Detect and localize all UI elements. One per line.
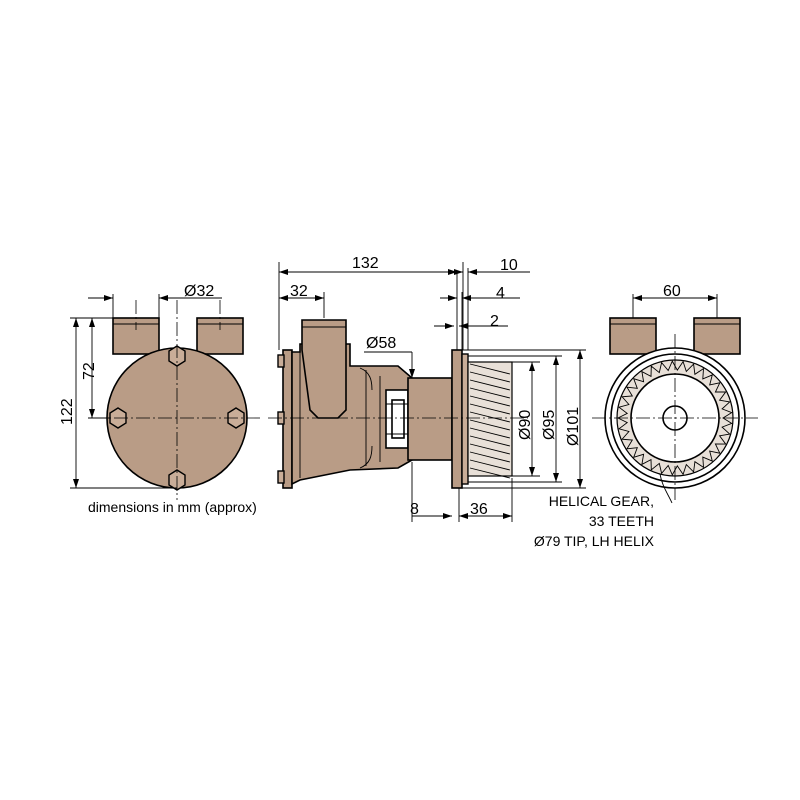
gear-tooth — [469, 467, 511, 479]
side-flange-thickness: 8 — [410, 501, 419, 518]
gear-tooth — [469, 419, 511, 431]
front-view: Ø32 122 72 dimensions in mm (approx) — [59, 283, 262, 515]
gear-tooth — [469, 451, 511, 463]
side-spigot — [407, 377, 453, 461]
side-gear-width: 36 — [470, 501, 488, 518]
rear-port-left — [609, 317, 657, 355]
front-port-height: 72 — [81, 362, 98, 380]
side-flange-diameter: Ø101 — [565, 407, 582, 446]
gear-note-line-1: HELICAL GEAR, — [549, 493, 654, 509]
gear-tooth — [469, 403, 511, 415]
gear-tooth — [469, 411, 511, 423]
side-gear-length: 10 — [500, 257, 518, 274]
side-port — [301, 319, 347, 419]
gear-tooth — [469, 395, 511, 407]
side-shoulder-b: 2 — [490, 313, 499, 330]
gear-end-view: 60 HELICAL GEAR, 33 TEETH Ø79 TIP, LH HE… — [534, 283, 758, 549]
side-port-offset: 32 — [290, 283, 308, 300]
rear-port-right — [693, 317, 741, 355]
gear-tooth — [469, 371, 511, 383]
front-overall-height: 122 — [59, 398, 76, 425]
gear-tooth — [469, 435, 511, 447]
gear-note-line-3: Ø79 TIP, LH HELIX — [534, 533, 655, 549]
gear-tooth — [469, 459, 511, 471]
gear-tooth — [469, 387, 511, 399]
gear-tooth — [469, 427, 511, 439]
side-overall-length: 132 — [352, 255, 379, 272]
side-helical-gear — [467, 361, 513, 477]
side-spigot-diameter: Ø58 — [366, 335, 396, 352]
rear-port-spacing: 60 — [663, 283, 681, 300]
gear-tooth — [469, 443, 511, 455]
gear-teeth-side — [469, 363, 511, 479]
side-pilot-diameter: Ø95 — [541, 410, 558, 440]
gear-tooth — [469, 363, 511, 375]
units-note: dimensions in mm (approx) — [88, 499, 257, 515]
side-gear-diameter: Ø90 — [517, 410, 534, 440]
side-shoulder-a: 4 — [496, 285, 505, 302]
side-flange — [451, 349, 463, 489]
gear-tooth — [469, 379, 511, 391]
front-port-diameter: Ø32 — [184, 283, 214, 300]
side-view: 132 32 10 4 2 Ø58 — [268, 255, 586, 522]
gear-note-line-2: 33 TEETH — [589, 513, 654, 529]
